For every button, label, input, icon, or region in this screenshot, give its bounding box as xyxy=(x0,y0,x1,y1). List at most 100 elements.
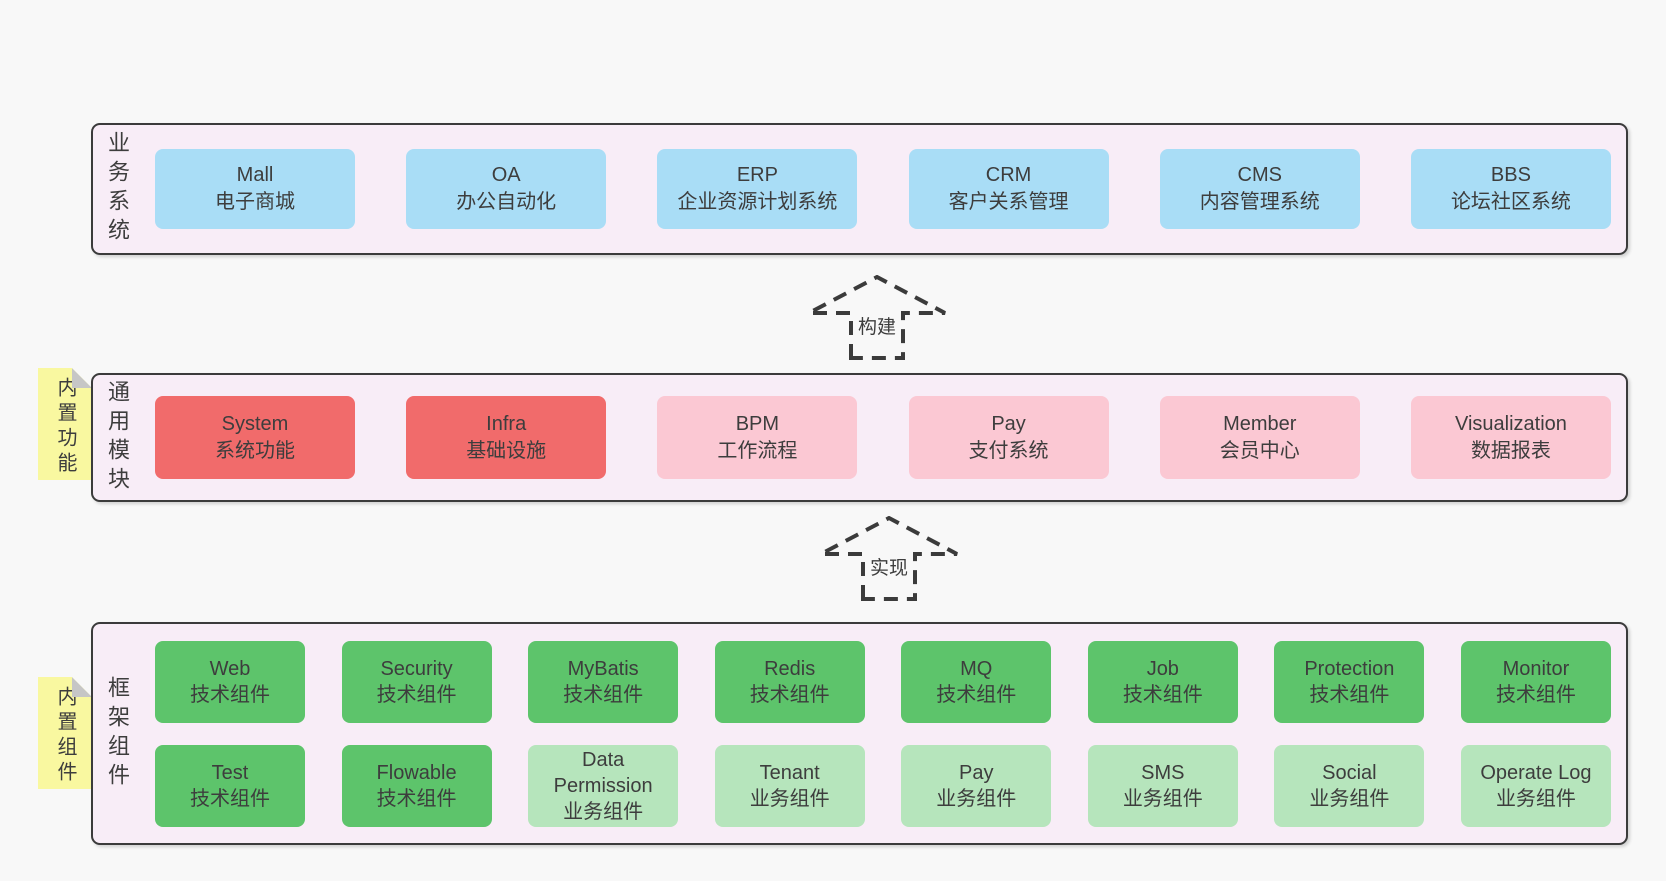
box-mq: MQ 技术组件 xyxy=(901,640,1052,723)
box-desc: 电子商城 xyxy=(215,191,295,213)
box-desc: 技术组件 xyxy=(563,683,644,706)
box-name: Visualization xyxy=(1454,412,1567,435)
arrow-label: 实现 xyxy=(864,553,914,580)
box-tenant: Tenant 业务组件 xyxy=(714,744,865,827)
box-name: Mall xyxy=(236,164,274,186)
box-name: BPM xyxy=(735,412,780,435)
box-name: CMS xyxy=(1237,164,1282,186)
box-name: Redis xyxy=(764,657,816,680)
box-sms: SMS 业务组件 xyxy=(1087,744,1238,827)
box-social: Social 业务组件 xyxy=(1274,744,1425,827)
box-mall: Mall 电子商城 xyxy=(155,149,355,229)
box-name: CRM xyxy=(985,164,1032,186)
box-name: Member xyxy=(1223,412,1297,435)
box-desc: 论坛社区系统 xyxy=(1450,191,1571,213)
box-desc: 技术组件 xyxy=(1122,683,1203,706)
layer-body: Mall 电子商城 OA 办公自动化 ERP 企业资源计划系统 CRM 客户关系… xyxy=(155,125,1611,253)
box-desc: 内容管理系统 xyxy=(1199,191,1320,213)
box-member: Member 会员中心 xyxy=(1159,396,1360,479)
sticky-note-builtin-features: 内置功能 xyxy=(38,368,92,480)
box-desc: 技术组件 xyxy=(190,787,270,810)
box-operate-log: Operate Log 业务组件 xyxy=(1460,744,1611,827)
box-desc: 数据报表 xyxy=(1470,439,1551,462)
box-name: Flowable xyxy=(376,761,457,784)
layer-business-systems: 业务系统 Mall 电子商城 OA 办公自动化 ERP 企业资源计划系统 CRM… xyxy=(91,123,1628,255)
layer-framework-components: 框架组件 Web 技术组件 Security 技术组件 MyBatis 技术组件… xyxy=(91,622,1628,845)
layer-label: 通用模块 xyxy=(105,379,130,496)
box-desc: 业务组件 xyxy=(1122,787,1203,810)
sticky-note-builtin-components: 内置组件 xyxy=(38,677,92,789)
arrow-label: 构建 xyxy=(852,312,902,339)
box-desc: 技术组件 xyxy=(376,683,457,706)
arrow-implement: 实现 xyxy=(819,516,959,602)
layer-label: 框架组件 xyxy=(105,675,130,792)
box-name: System xyxy=(221,412,289,435)
box-visualization: Visualization 数据报表 xyxy=(1410,396,1611,479)
box-infra: Infra 基础设施 xyxy=(406,396,607,479)
box-protection: Protection 技术组件 xyxy=(1274,640,1425,723)
box-data-permission: Data Permission 业务组件 xyxy=(528,744,679,827)
box-desc: 业务组件 xyxy=(936,787,1017,810)
box-monitor: Monitor 技术组件 xyxy=(1460,640,1611,723)
box-mybatis: MyBatis 技术组件 xyxy=(528,640,679,723)
box-job: Job 技术组件 xyxy=(1087,640,1238,723)
box-security: Security 技术组件 xyxy=(341,640,492,723)
box-name: MQ xyxy=(960,657,993,680)
note-label: 内置功能 xyxy=(54,377,76,477)
box-name: Job xyxy=(1146,657,1179,680)
box-name: Operate Log xyxy=(1480,761,1592,784)
box-web: Web 技术组件 xyxy=(155,640,305,723)
box-pay-component: Pay 业务组件 xyxy=(901,744,1052,827)
box-name: Security xyxy=(380,657,453,680)
up-arrow-icon xyxy=(820,516,958,601)
box-name: Protection xyxy=(1304,657,1395,680)
box-bbs: BBS 论坛社区系统 xyxy=(1410,149,1611,229)
box-desc: 基础设施 xyxy=(466,439,547,462)
box-name: Test xyxy=(211,761,249,784)
box-desc: 技术组件 xyxy=(936,683,1017,706)
box-name: SMS xyxy=(1141,761,1185,784)
box-desc: 会员中心 xyxy=(1219,439,1300,462)
box-desc: 技术组件 xyxy=(1309,683,1390,706)
box-desc: 办公自动化 xyxy=(456,191,557,213)
box-name: OA xyxy=(491,164,521,186)
box-desc: 业务组件 xyxy=(749,787,830,810)
box-name: ERP xyxy=(736,164,778,186)
box-oa: OA 办公自动化 xyxy=(406,149,607,229)
note-label: 内置组件 xyxy=(54,686,76,786)
box-name: MyBatis xyxy=(567,657,639,680)
box-system: System 系统功能 xyxy=(155,396,355,479)
box-name: Tenant xyxy=(759,761,820,784)
box-desc: 技术组件 xyxy=(749,683,830,706)
folded-corner-icon xyxy=(72,677,92,697)
layer-label: 业务系统 xyxy=(105,131,130,247)
box-desc: 企业资源计划系统 xyxy=(677,191,838,213)
layer-common-modules: 通用模块 System 系统功能 Infra 基础设施 BPM 工作流程 Pay… xyxy=(91,373,1628,502)
component-row-1: Web 技术组件 Security 技术组件 MyBatis 技术组件 Redi… xyxy=(155,640,1611,723)
component-row-2: Test 技术组件 Flowable 技术组件 Data Permission … xyxy=(155,744,1611,827)
box-desc: 业务组件 xyxy=(1309,787,1390,810)
box-name: Data Permission xyxy=(553,748,653,797)
box-desc: 客户关系管理 xyxy=(948,191,1069,213)
box-name: Pay xyxy=(991,412,1026,435)
box-cms: CMS 内容管理系统 xyxy=(1159,149,1360,229)
arrow-build: 构建 xyxy=(807,275,947,361)
box-desc: 系统功能 xyxy=(215,439,295,462)
box-desc: 业务组件 xyxy=(1495,787,1576,810)
box-name: Infra xyxy=(486,412,527,435)
folded-corner-icon xyxy=(72,368,92,388)
box-desc: 技术组件 xyxy=(376,787,457,810)
box-name: BBS xyxy=(1490,164,1531,186)
box-flowable: Flowable 技术组件 xyxy=(341,744,492,827)
box-name: Web xyxy=(209,657,251,680)
box-redis: Redis 技术组件 xyxy=(714,640,865,723)
box-name: Social xyxy=(1322,761,1377,784)
up-arrow-icon xyxy=(808,275,946,360)
box-desc: 支付系统 xyxy=(968,439,1049,462)
box-desc: 技术组件 xyxy=(1495,683,1576,706)
box-bpm: BPM 工作流程 xyxy=(657,396,858,479)
layer-body: System 系统功能 Infra 基础设施 BPM 工作流程 Pay 支付系统… xyxy=(155,375,1611,500)
box-name: Monitor xyxy=(1502,657,1570,680)
box-crm: CRM 客户关系管理 xyxy=(908,149,1109,229)
